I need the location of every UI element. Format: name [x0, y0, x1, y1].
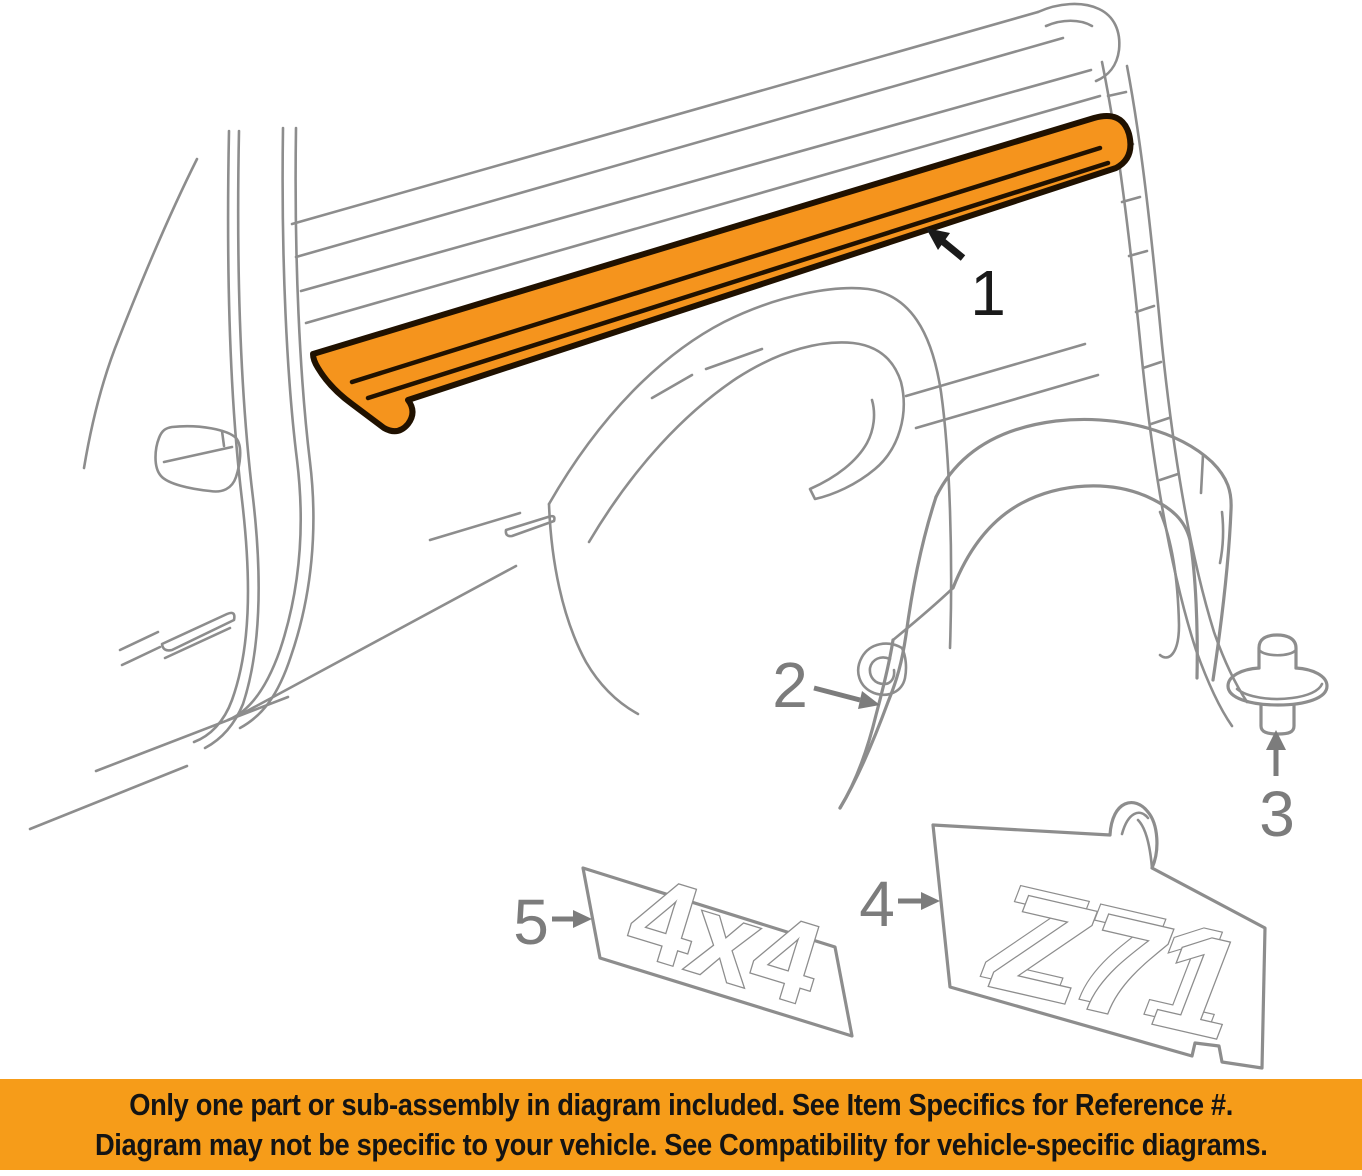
cab-roof-edge-line — [82, 157, 199, 470]
z71-panel-outline — [931, 801, 1267, 1070]
part-4-z71-decal: Z71 Z71 — [931, 801, 1267, 1070]
callout-2-arrowhead — [858, 691, 880, 709]
wheel-arch-inner — [587, 341, 905, 544]
disclaimer-line-1: Only one part or sub-assembly in diagram… — [129, 1086, 1233, 1122]
bolt-flange — [1226, 666, 1329, 707]
z71-panel-curl-line-1 — [1120, 811, 1150, 836]
callout-5-number: 5 — [513, 886, 549, 958]
callout-2: 2 — [772, 649, 880, 721]
cab-rear-pillar-line-a — [192, 129, 250, 744]
z71-panel-curl-line-2 — [1136, 818, 1154, 870]
upper-molding-pinstripe-2 — [365, 160, 1111, 401]
flare-inner-join-line — [891, 586, 955, 642]
wheel-arch-highlight-dash-1 — [650, 373, 694, 400]
callout-2-number: 2 — [772, 649, 808, 721]
callout-3-number: 3 — [1259, 778, 1295, 850]
cab-line-art — [28, 126, 315, 831]
upper-molding-body — [310, 113, 1134, 435]
flare-mounting-tab-hole — [868, 656, 896, 686]
door-handle-outline — [154, 424, 242, 493]
part-3-bolt — [1226, 633, 1329, 736]
callout-5: 5 — [513, 886, 592, 958]
flare-outer-edge — [934, 417, 1233, 682]
door-crease-line-1 — [118, 630, 160, 652]
callout-1: 1 — [926, 228, 1006, 329]
callout-4-arrowhead — [921, 892, 940, 910]
upper-molding-pinstripe-1 — [349, 145, 1103, 385]
bed-crease-line-1 — [904, 342, 1087, 398]
door-molding-lower-line — [163, 626, 232, 660]
bed-lower-molding-strip — [504, 514, 556, 538]
bolt-top-shaft — [1257, 633, 1298, 670]
flare-leg-tick-1 — [1199, 453, 1205, 495]
rocker-bottom-line-2 — [28, 764, 189, 831]
tail-lamp-band-outer — [1100, 60, 1234, 728]
flare-mounting-tab — [857, 642, 908, 697]
flare-inner-edge — [951, 484, 1199, 680]
bolt-lower-shaft — [1259, 703, 1296, 736]
callout-1-number: 1 — [970, 257, 1006, 329]
callout-2-arrow-line — [813, 685, 861, 703]
disclaimer-line-2: Diagram may not be specific to your vehi… — [94, 1126, 1268, 1162]
truck-bed-line-art: Z71 Z71 4x4 1 2 3 4 — [28, 2, 1329, 1070]
bed-front-edge-line-b — [238, 126, 315, 730]
callout-4-number: 4 — [859, 868, 895, 940]
door-crease-line-2 — [120, 645, 162, 667]
door-handle-keyhole-line — [220, 429, 226, 448]
flare-leg-detail-line — [1158, 510, 1181, 659]
4x4-decal-text: 4x4 — [615, 852, 836, 1031]
callout-3: 3 — [1259, 730, 1295, 850]
bed-crease-line-2 — [914, 373, 1100, 430]
wheel-arch-left-lower — [547, 502, 640, 716]
callout-4: 4 — [859, 868, 940, 940]
rocker-bottom-line-1 — [94, 695, 290, 773]
part-2-fender-flare — [838, 417, 1233, 810]
door-molding-strip — [160, 611, 236, 652]
wheel-arch-highlight-dash-2 — [704, 347, 764, 371]
wheel-arch-outer — [547, 286, 953, 650]
bolt-top-shaft-ellipse — [1257, 648, 1298, 657]
bolt-flange-inner-line — [1235, 682, 1324, 701]
callout-1-arrowhead — [926, 228, 950, 250]
part-5-4x4-decal: 4x4 — [581, 850, 854, 1038]
bed-rail-line-1 — [290, 10, 1040, 226]
bed-front-edge-line-a — [226, 126, 302, 722]
bed-rear-corner-inner-line — [1044, 19, 1094, 28]
door-handle-inner-line — [162, 445, 234, 464]
bed-rail-line-2 — [294, 36, 1065, 259]
callout-5-arrowhead — [573, 910, 592, 928]
disclaimer-banner: Only one part or sub-assembly in diagram… — [0, 1079, 1362, 1170]
flare-left-blade-inner — [838, 638, 895, 810]
part-1-upper-molding — [310, 113, 1134, 435]
4x4-decal-outline — [581, 866, 854, 1038]
bed-rail-line-3 — [299, 68, 1093, 293]
bed-lower-edge-line — [234, 564, 518, 719]
callout-3-arrowhead — [1266, 730, 1286, 750]
bed-lower-upper-line — [428, 511, 522, 542]
flare-leg-tick-2 — [1218, 510, 1225, 565]
flare-left-blade-outer — [838, 495, 938, 810]
bed-rail-line-4 — [304, 94, 1102, 325]
callout-1-arrow-line — [938, 237, 966, 261]
bed-rear-corner-post — [1036, 2, 1121, 83]
cab-rear-pillar-line-b — [203, 129, 260, 750]
